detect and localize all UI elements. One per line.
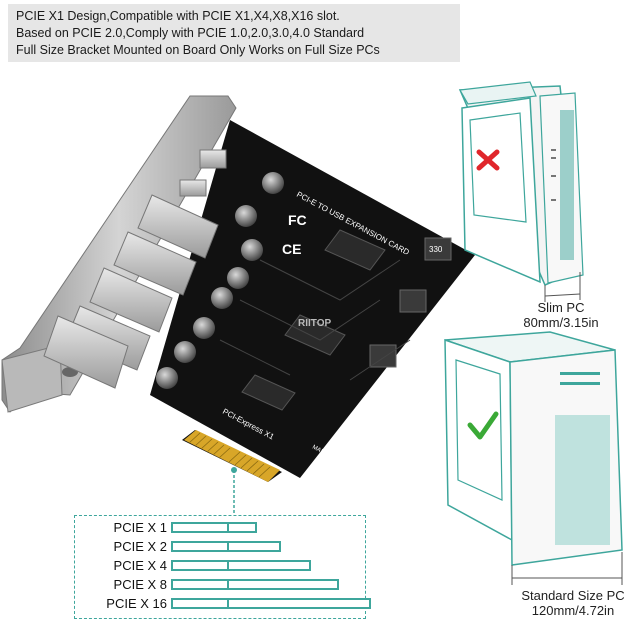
brand-mark: RIITOP xyxy=(298,318,331,329)
slim-pc-illustration xyxy=(458,81,584,302)
note-line-1: PCIE X1 Design,Compatible with PCIE X1,X… xyxy=(16,9,340,23)
slot-row-x1: PCIE X 1 xyxy=(75,518,367,538)
slot-bar-x4 xyxy=(171,560,311,571)
fc-mark: FC xyxy=(288,212,307,228)
slot-row-x2: PCIE X 2 xyxy=(75,537,367,557)
slim-pc-size: 80mm/3.15in xyxy=(523,315,599,330)
standard-pc-size: 120mm/4.72in xyxy=(531,603,615,618)
note-line-3: Full Size Bracket Mounted on Board Only … xyxy=(16,43,380,57)
note-line-2: Based on PCIE 2.0,Comply with PCIE 1.0,2… xyxy=(16,26,365,40)
slot-row-x16: PCIE X 16 xyxy=(75,594,371,614)
slot-row-x8: PCIE X 8 xyxy=(75,575,367,595)
compatible-check-icon xyxy=(467,411,499,440)
slot-label-x1: PCIE X 1 xyxy=(113,520,167,535)
origin-text: MADE IN CHINA xyxy=(311,444,354,471)
capacitors xyxy=(156,172,284,389)
incompatible-cross-icon xyxy=(476,149,500,171)
slot-bar-x8 xyxy=(171,579,339,590)
slot-label-x16: PCIE X 16 xyxy=(106,596,167,611)
compatibility-notes: PCIE X1 Design,Compatible with PCIE X1,X… xyxy=(8,4,460,62)
slot-label-x4: PCIE X 4 xyxy=(113,558,167,573)
slot-bar-x16 xyxy=(171,598,371,609)
slim-pc-label: Slim PC 80mm/3.15in xyxy=(506,300,616,330)
slot-label-x8: PCIE X 8 xyxy=(113,577,167,592)
pcb-board xyxy=(150,120,475,482)
slot-row-x4: PCIE X 4 xyxy=(75,556,367,576)
slot-bar-x2 xyxy=(171,541,281,552)
slot-pointer xyxy=(231,467,237,515)
slot-label-x2: PCIE X 2 xyxy=(113,539,167,554)
slim-pc-name: Slim PC xyxy=(537,300,585,315)
standard-pc-illustration xyxy=(444,331,623,585)
usb-ports xyxy=(43,149,227,389)
slot-compatibility-table: PCIE X 1 PCIE X 2 PCIE X 4 PCIE X 8 PCIE… xyxy=(74,515,371,619)
ce-mark: CE xyxy=(282,241,301,257)
inductor-text: 330 xyxy=(429,245,443,254)
standard-pc-label: Standard Size PC 120mm/4.72in xyxy=(508,588,638,618)
slot-bar-x1 xyxy=(171,522,257,533)
standard-pc-name: Standard Size PC xyxy=(521,588,625,603)
